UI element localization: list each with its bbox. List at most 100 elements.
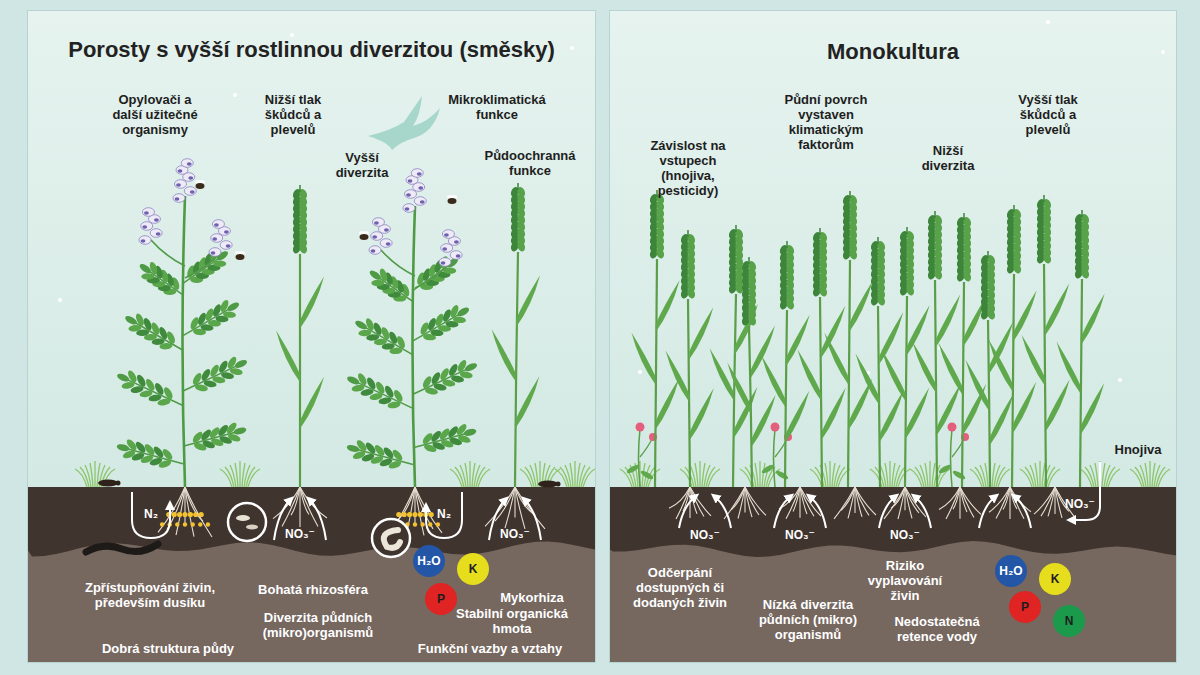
panel-art xyxy=(609,10,1177,663)
grass-blade xyxy=(1039,461,1040,487)
leaflet xyxy=(162,386,174,400)
leaflet xyxy=(138,262,152,275)
flower-petal xyxy=(150,229,162,238)
wheat-stem xyxy=(785,310,787,487)
grass-blade xyxy=(583,469,595,487)
wheat-leaf xyxy=(727,363,751,415)
flow-arrow xyxy=(679,496,696,528)
grass-blade xyxy=(565,465,571,487)
sky-speck xyxy=(290,33,294,37)
wheat-grain xyxy=(1042,252,1053,264)
grass-blade xyxy=(469,461,470,487)
leaflet xyxy=(374,380,386,394)
springtail xyxy=(236,515,250,521)
grass-blade xyxy=(1140,465,1146,487)
leaflet xyxy=(124,314,138,326)
root-nodule xyxy=(407,512,412,517)
grass-blade xyxy=(1106,467,1115,487)
panel-art xyxy=(27,10,596,663)
wheat-leaf xyxy=(689,307,713,359)
wheat-leaf xyxy=(906,305,930,357)
leaf-rachis xyxy=(183,309,230,336)
wheat-grain xyxy=(298,242,309,254)
grass-blade xyxy=(1149,461,1150,487)
sky-speck xyxy=(1161,50,1165,54)
root-nodule xyxy=(183,522,187,526)
root-system xyxy=(485,487,545,529)
flower-keel xyxy=(374,221,379,224)
wheat-leaf xyxy=(905,387,929,439)
chemical-label: NO₃⁻ xyxy=(1055,497,1105,512)
root xyxy=(996,487,1010,519)
wheat-grain xyxy=(1080,267,1091,279)
grass-tuft xyxy=(680,461,720,487)
grass-blade xyxy=(1108,469,1120,487)
root-nodule xyxy=(182,512,187,517)
flower-petal xyxy=(220,241,232,250)
wheat-plant xyxy=(492,183,540,487)
leaflet xyxy=(223,311,237,319)
grass-blade xyxy=(94,461,95,487)
root xyxy=(960,487,981,514)
nutrient-circle: P xyxy=(1008,590,1042,624)
wheat-leaf xyxy=(822,388,846,440)
wheat-leaf xyxy=(1080,383,1104,435)
wheat-awn xyxy=(963,213,965,220)
weed-stem xyxy=(951,429,953,487)
flower-keel xyxy=(224,230,229,233)
flower-keel xyxy=(154,218,159,221)
wheat-awn xyxy=(687,230,689,237)
weed-flower xyxy=(771,423,780,432)
root-nodule xyxy=(418,512,423,517)
grass-blade xyxy=(755,463,758,487)
benefit-label: Opylovači a další užitečné organismy xyxy=(105,92,205,137)
grass-blade xyxy=(1145,463,1148,487)
weed-stem xyxy=(640,439,652,457)
wheat-plant xyxy=(881,227,929,487)
leaflet xyxy=(191,372,203,386)
bee xyxy=(235,251,245,260)
leaflet xyxy=(153,382,165,396)
flower-petal xyxy=(403,204,415,213)
wheat-grain xyxy=(1012,262,1023,274)
benefit-label: Mikroklimatická funkce xyxy=(430,92,565,122)
grass-blade xyxy=(555,469,567,487)
springtail xyxy=(246,525,258,530)
flower-keel xyxy=(456,254,461,257)
root xyxy=(953,487,960,509)
root-system xyxy=(989,487,1031,519)
plants xyxy=(75,159,1170,557)
wheat-leaf xyxy=(785,391,809,443)
root-nodule xyxy=(412,512,417,517)
insect-body xyxy=(196,183,205,189)
circle-fill xyxy=(425,583,457,615)
wheat-grain xyxy=(655,247,666,259)
wheat-grain xyxy=(686,287,697,299)
leaflet xyxy=(217,359,229,373)
nutrient-circle: H₂O xyxy=(994,554,1028,588)
nutrient-symbol: H₂O xyxy=(994,554,1028,588)
pinnate-leaf xyxy=(112,365,187,416)
pinnate-leaf xyxy=(344,436,416,476)
root xyxy=(1003,487,1010,510)
flower-petal xyxy=(181,159,193,168)
flower-petal xyxy=(372,218,384,227)
pinnate-leaf xyxy=(410,420,479,459)
grass-blade xyxy=(230,465,236,487)
wheat-plant xyxy=(988,205,1036,487)
flower-petal xyxy=(184,187,196,196)
flower-petal xyxy=(405,190,417,199)
circle-fill xyxy=(1053,605,1085,637)
root-system xyxy=(939,487,981,519)
root-nodule xyxy=(402,512,407,517)
legume-plant xyxy=(112,159,251,487)
wheat-stem xyxy=(1012,274,1014,487)
wheat-leaf xyxy=(752,395,776,447)
wheat-plant xyxy=(276,185,324,487)
grass-blade xyxy=(520,469,532,487)
grass-blade xyxy=(1030,465,1036,487)
wheat-leaf xyxy=(988,339,1012,391)
leaflet xyxy=(128,324,142,332)
wheat-grain xyxy=(516,240,527,252)
flower-petal xyxy=(212,220,224,229)
